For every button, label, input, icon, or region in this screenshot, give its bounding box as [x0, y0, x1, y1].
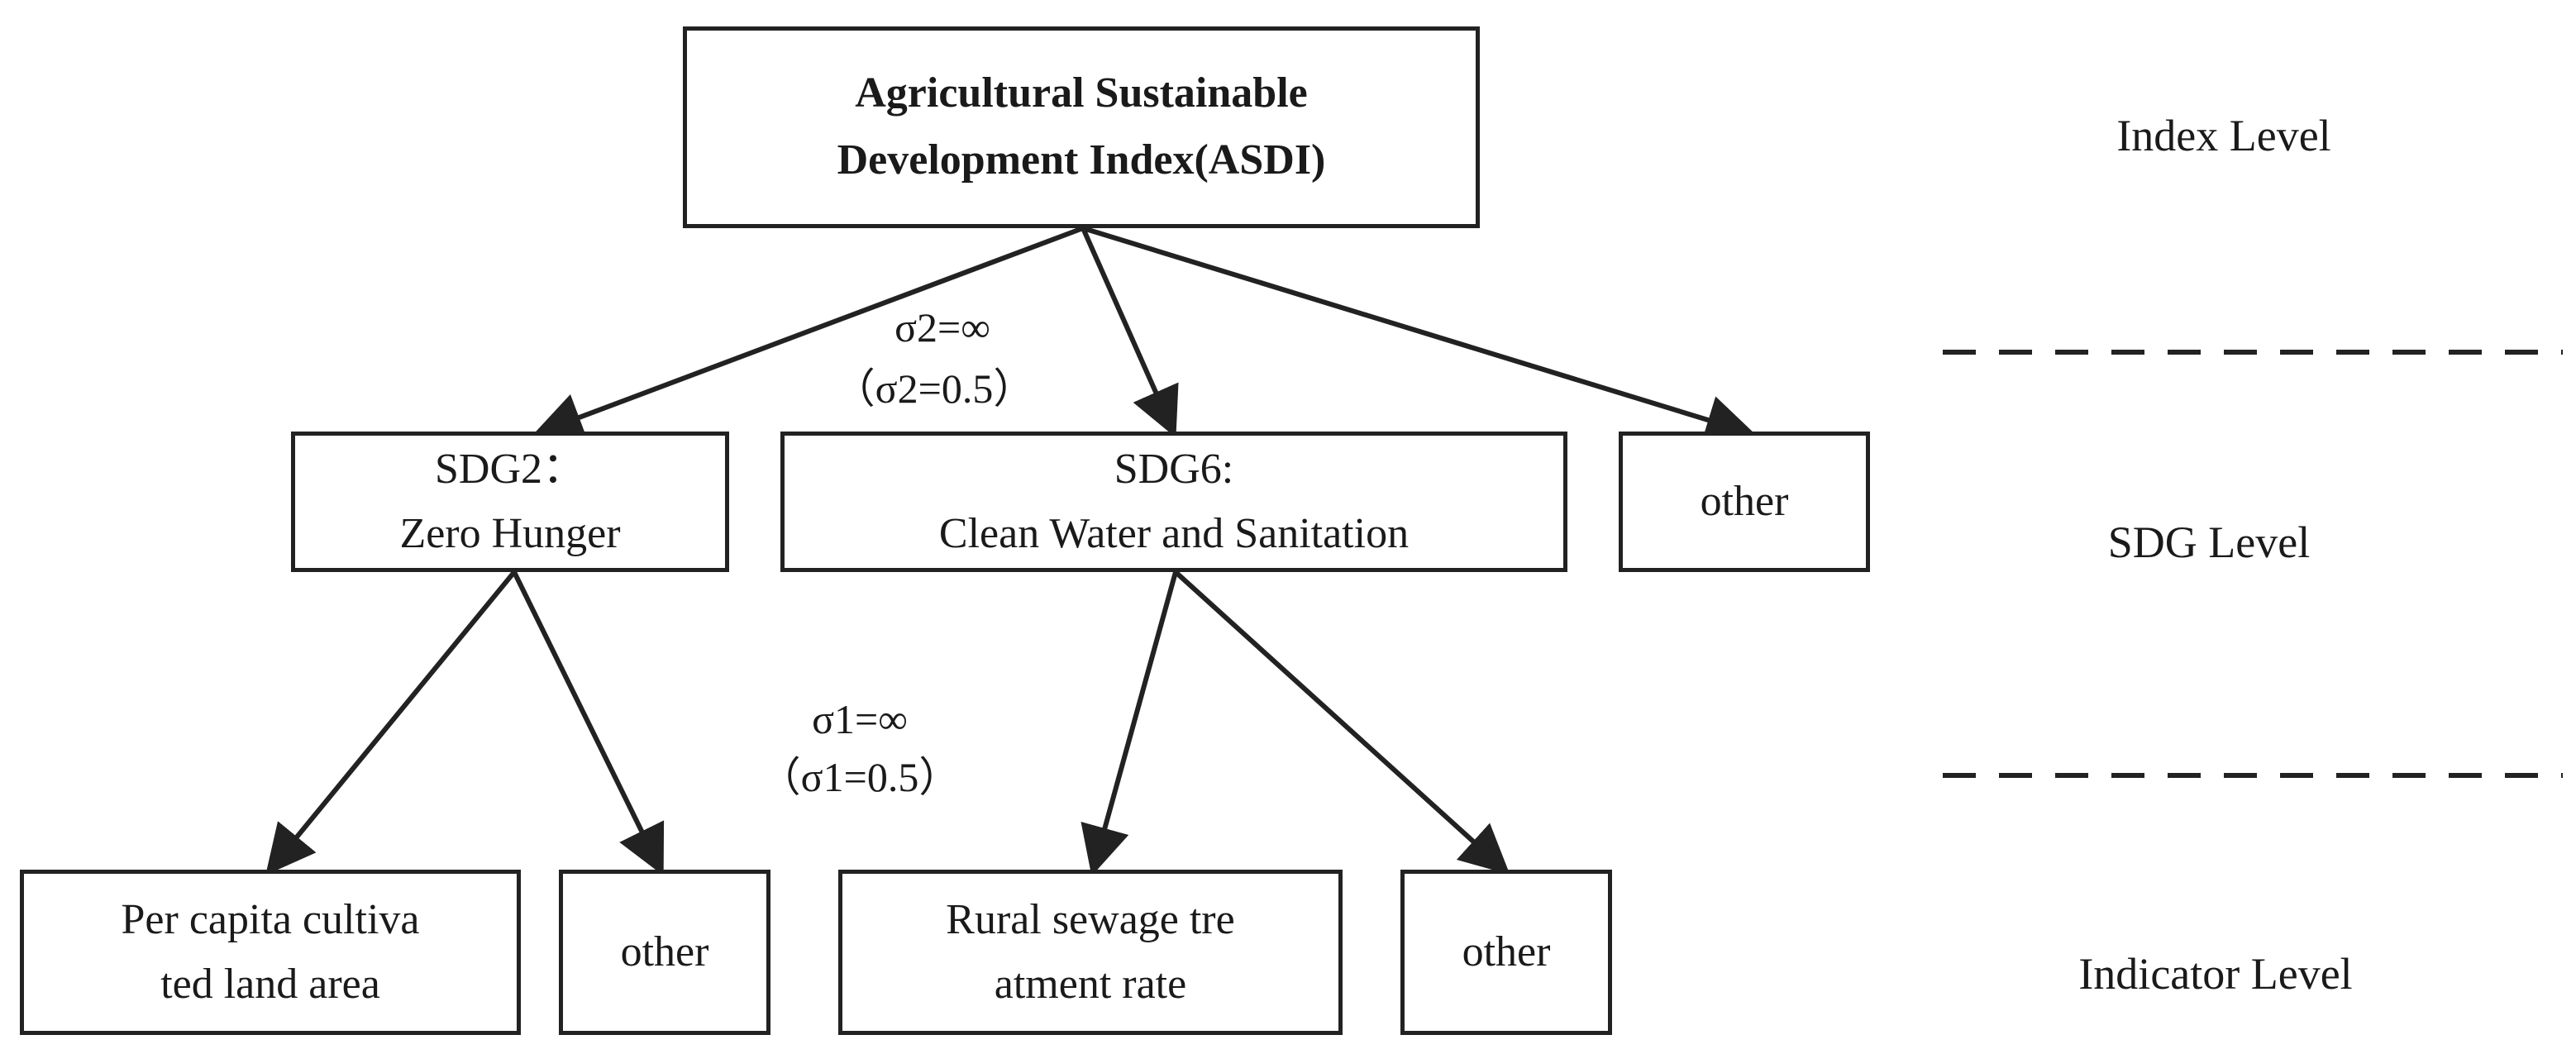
per-capita-line2: ted land area	[160, 961, 380, 1008]
index-level-label: Index Level	[2116, 111, 2331, 160]
indicator-per-capita-box: Per capita cultiva ted land area	[20, 870, 521, 1035]
indicator-other-left-box: other	[559, 870, 770, 1035]
asdi-title-line1: Agricultural Sustainable	[855, 69, 1308, 117]
sdg6-code: SDG6:	[1114, 446, 1234, 493]
arrow-sdg6-to-other	[1173, 570, 1510, 875]
rural-sewage-line1: Rural sewage tre	[946, 896, 1235, 943]
indicator-level-label: Indicator Level	[2078, 949, 2353, 999]
sigma1-main: σ1=∞	[812, 696, 908, 742]
sdg2-name: Zero Hunger	[399, 510, 621, 557]
arrow-asdi-to-other	[1082, 226, 1756, 444]
other-left-label: other	[620, 928, 709, 975]
sdg-level-label: SDG Level	[2107, 517, 2311, 567]
sigma1-alt: （σ1=0.5）	[759, 754, 961, 800]
sdg6-box: SDG6: Clean Water and Sanitation	[780, 432, 1567, 572]
other-right-label: other	[1462, 928, 1551, 975]
indicator-other-right-box: other	[1400, 870, 1612, 1035]
arrow-sdg6-to-rural-sewage	[1080, 571, 1178, 876]
arrow-asdi-to-sdg6	[1080, 227, 1179, 438]
rural-sewage-line2: atment rate	[994, 961, 1187, 1008]
sdg-other-label: other	[1700, 478, 1789, 525]
asdi-root-box: Agricultural Sustainable Development Ind…	[683, 26, 1480, 228]
sigma2-main: σ2=∞	[894, 304, 990, 351]
indicator-rural-sewage-box: Rural sewage tre atment rate	[838, 870, 1343, 1035]
sigma2-alt: （σ2=0.5）	[833, 365, 1035, 412]
arrow-asdi-to-sdg2	[532, 226, 1085, 441]
sdg6-name: Clean Water and Sanitation	[938, 510, 1410, 557]
arrow-sdg2-to-other	[512, 570, 665, 876]
arrow-sdg2-to-per-capita	[265, 570, 517, 875]
sdg-other-box: other	[1619, 432, 1870, 572]
per-capita-line1: Per capita cultiva	[121, 896, 420, 943]
sdg2-box: SDG2： Zero Hunger	[291, 432, 729, 572]
asdi-title-line2: Development Index(ASDI)	[837, 136, 1326, 184]
sdg2-code: SDG2：	[434, 446, 586, 493]
